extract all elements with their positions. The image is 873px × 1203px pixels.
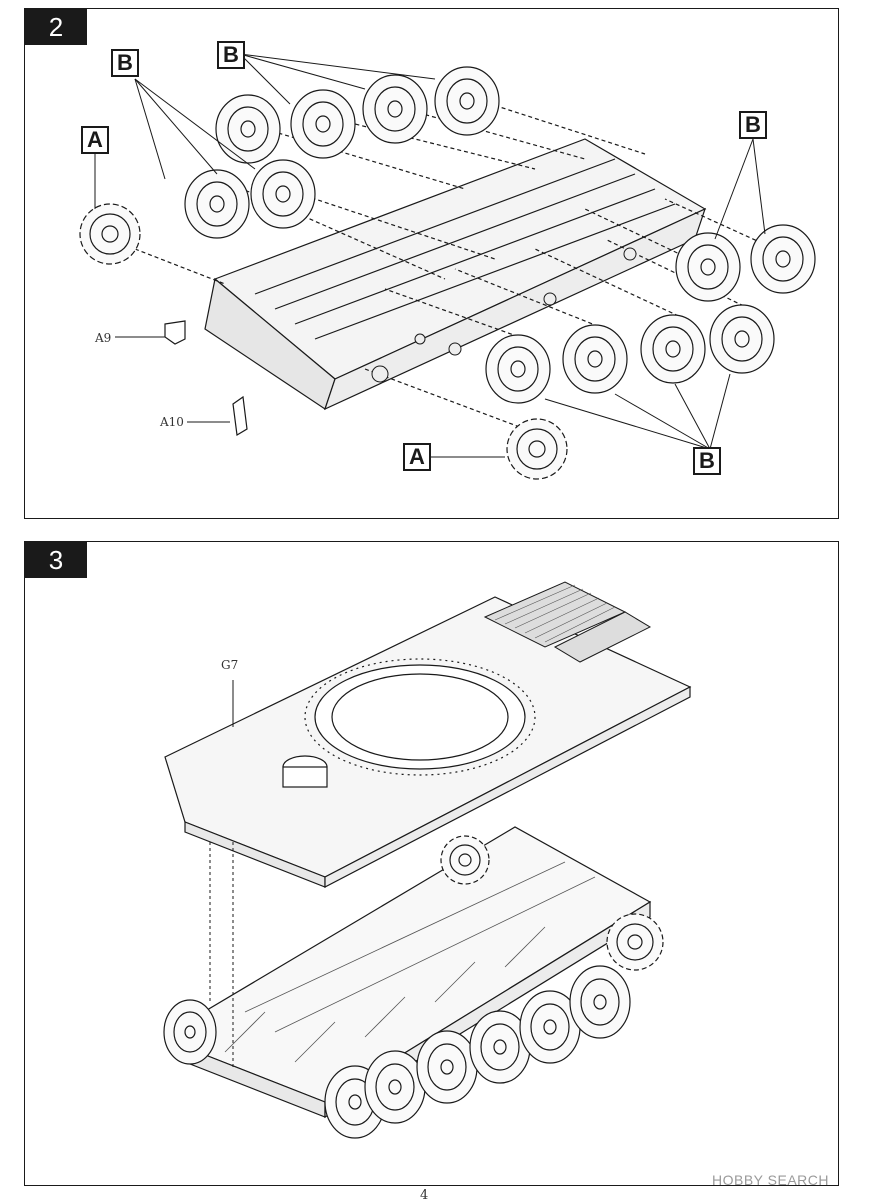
engine-deck-grille bbox=[483, 581, 652, 663]
step-2-badge: 2 bbox=[25, 9, 87, 45]
step-3-badge: 3 bbox=[25, 542, 87, 578]
callout-b-bottom: B bbox=[693, 447, 721, 475]
callout-a-top: A bbox=[81, 126, 109, 154]
turret-ring bbox=[304, 658, 536, 776]
sprocket-rear bbox=[606, 913, 664, 971]
road-wheels-right bbox=[485, 224, 816, 404]
part-a9-shape bbox=[164, 320, 186, 345]
sprocket-bottom bbox=[506, 418, 568, 480]
road-wheels-row bbox=[163, 965, 631, 1139]
step-2-illustration bbox=[79, 53, 816, 480]
watermark: HOBBY SEARCH bbox=[712, 1172, 829, 1188]
callout-b-top-mid: B bbox=[217, 41, 245, 69]
step-3-panel: 3 bbox=[24, 541, 839, 1186]
step-2-panel: 2 bbox=[24, 8, 839, 519]
sprocket-top-left bbox=[79, 203, 141, 265]
callout-b-right: B bbox=[739, 111, 767, 139]
callout-b-top-left: B bbox=[111, 49, 139, 77]
callout-a-bottom: A bbox=[403, 443, 431, 471]
driver-hatch bbox=[282, 755, 328, 788]
part-label-a9: A9 bbox=[95, 331, 112, 345]
sprocket-front bbox=[440, 835, 490, 885]
page-number: 4 bbox=[420, 1188, 429, 1203]
part-a10-shape bbox=[232, 395, 248, 436]
road-wheels-top-left bbox=[184, 66, 500, 239]
part-label-g7: G7 bbox=[221, 658, 239, 672]
part-label-a10: A10 bbox=[160, 415, 184, 429]
step-3-illustration bbox=[163, 581, 692, 1139]
